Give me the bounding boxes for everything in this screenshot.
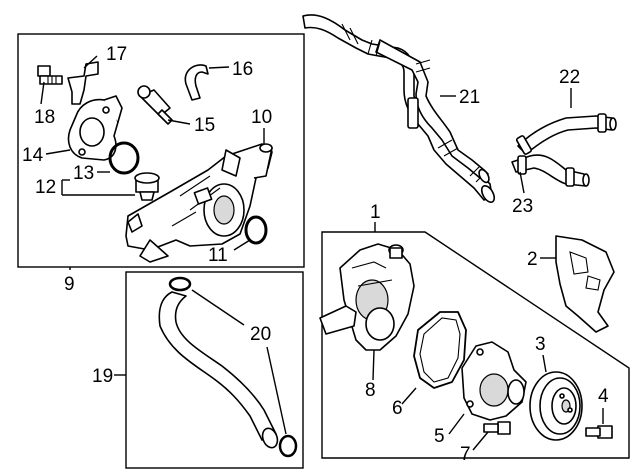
bypass-hose-19 xyxy=(158,291,277,441)
callout-8: 8 xyxy=(365,380,376,401)
coolant-pipe-21 xyxy=(302,14,496,203)
o-ring-20-top xyxy=(168,276,192,292)
pump-gasket-6 xyxy=(413,311,467,389)
callout-7: 7 xyxy=(460,444,471,465)
callout-2: 2 xyxy=(527,249,538,270)
callout-13: 13 xyxy=(73,163,94,184)
gasket-13 xyxy=(108,141,140,175)
bracket-17 xyxy=(67,61,99,105)
callout-17: 17 xyxy=(106,44,127,65)
callout-9: 9 xyxy=(64,274,75,295)
bolt-18 xyxy=(37,65,63,85)
callout-12: 12 xyxy=(35,177,56,198)
hose-end-19 xyxy=(261,427,279,449)
callout-6: 6 xyxy=(392,398,403,419)
water-pump-group-box xyxy=(321,231,630,459)
sensor-15 xyxy=(137,85,173,125)
hose-22 xyxy=(515,113,617,155)
outlet-flange-14 xyxy=(67,95,123,161)
pump-gasket-6-inner xyxy=(419,317,461,383)
callout-14: 14 xyxy=(22,145,44,166)
bolt-7 xyxy=(483,421,511,435)
callout-18: 18 xyxy=(34,107,55,128)
callout-3: 3 xyxy=(535,334,546,355)
callouts: 17 18 16 15 10 14 13 12 11 9 19 20 21 22… xyxy=(22,44,609,465)
callout-16: 16 xyxy=(232,59,253,80)
leader-lines xyxy=(40,55,604,451)
o-ring-20-bottom xyxy=(278,434,298,458)
bolt-4 xyxy=(585,425,613,439)
thermostat-12 xyxy=(134,172,160,201)
callout-4: 4 xyxy=(598,386,609,407)
bypass-hose-group-box xyxy=(125,271,304,469)
clip-16 xyxy=(184,64,209,101)
thermostat-housing-10 xyxy=(125,143,273,263)
callout-10: 10 xyxy=(251,107,272,128)
pump-housing-8 xyxy=(319,243,415,351)
callout-21: 21 xyxy=(459,87,480,108)
water-pump-5 xyxy=(461,341,527,421)
gasket-plate-2 xyxy=(555,235,615,333)
callout-11: 11 xyxy=(208,245,228,266)
callout-5: 5 xyxy=(434,426,445,447)
thermostat-housing-group-box xyxy=(17,33,305,268)
gasket-plate-2-holes xyxy=(569,251,601,291)
callout-19: 19 xyxy=(92,366,113,387)
pulley-3 xyxy=(529,371,583,441)
callout-23: 23 xyxy=(512,196,533,217)
callout-15: 15 xyxy=(194,115,215,136)
o-ring-11 xyxy=(244,215,268,245)
hose-23 xyxy=(511,154,590,187)
callout-20: 20 xyxy=(250,324,271,345)
callout-22: 22 xyxy=(559,67,580,88)
callout-1: 1 xyxy=(370,202,381,223)
